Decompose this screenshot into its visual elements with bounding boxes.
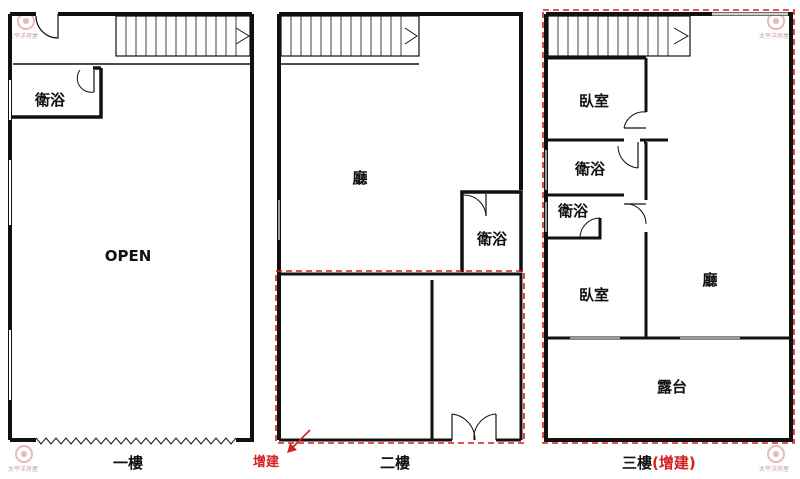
- floor-1-bathroom-wall: [12, 66, 103, 119]
- floor-3-label-suffix: (增建): [652, 454, 696, 472]
- floor-2-addition-border: [275, 270, 525, 444]
- floor-2-double-door: [451, 413, 521, 442]
- floor-2-exterior-wall: [277, 12, 523, 440]
- floor-3-room-terrace: 露台: [657, 378, 687, 396]
- floor-3-room-bedroom-2: 臥室: [579, 286, 609, 304]
- floor-2-bathroom-wall: [460, 190, 523, 272]
- floor-1-bathroom-door-swing: [76, 69, 95, 93]
- floor-3-bedroom-1-door-swing: [623, 111, 647, 129]
- floor-2-staircase: [280, 15, 420, 57]
- watermark-text: 太平洋房屋: [759, 465, 789, 473]
- red-arrow-icon: [290, 429, 311, 450]
- floor-2-addition-label: 增建: [253, 454, 279, 470]
- floor-3-living-door-swing: [623, 203, 647, 225]
- watermark-top-left: 太平洋房屋: [8, 12, 38, 40]
- floor-1-plan: 衛浴 OPEN 一樓: [8, 12, 254, 472]
- floor-2-label: 二樓: [380, 454, 410, 472]
- floor-2-bathroom-door-swing: [463, 194, 487, 217]
- floor-3-bathroom-2-door-swing: [579, 217, 601, 239]
- watermark-logo-icon: [767, 445, 785, 463]
- watermark-bottom-right: 太平洋房屋: [759, 445, 789, 473]
- watermark-bottom-left: 太平洋房屋: [8, 445, 38, 473]
- watermark-text: 太平洋房屋: [8, 32, 38, 40]
- floor-2-room-bathroom: 衛浴: [476, 230, 508, 248]
- floor-2-room-living: 廳: [352, 169, 367, 187]
- floor-1-rolling-gate: [10, 437, 254, 445]
- watermark-logo-icon: [15, 445, 33, 463]
- floor-3-plan: 臥室 衛浴 衛浴 臥室 廳 露台 三樓 (增建): [542, 9, 795, 472]
- floor-2-plan: 衛浴 廳 增建 二樓: [253, 12, 525, 472]
- floor-1-exterior-wall: [8, 12, 254, 440]
- floor-3-room-bedroom-1: 臥室: [579, 92, 609, 110]
- watermark-text: 太平洋房屋: [8, 465, 38, 473]
- watermark-top-right: 太平洋房屋: [759, 12, 789, 40]
- floor-1-label: 一樓: [113, 454, 143, 472]
- floor-3-staircase: [547, 15, 691, 57]
- floor-1-room-open: OPEN: [105, 247, 152, 265]
- watermark-text: 太平洋房屋: [759, 32, 789, 40]
- floor-3-label: 三樓: [622, 454, 652, 472]
- floor-3-room-bathroom-1: 衛浴: [574, 160, 606, 178]
- floor-3-addition-border: [542, 9, 795, 444]
- floor-2-addition-walls: [279, 272, 523, 442]
- floor-3-room-living: 廳: [702, 271, 717, 289]
- floor-1-entry-door-swing: [35, 14, 59, 39]
- floor-3-exterior-wall: [544, 12, 793, 442]
- floor-2-addition-annotation: 增建: [253, 429, 311, 470]
- floor-1-room-bathroom: 衛浴: [34, 91, 66, 109]
- floor-3-bathroom-1-door-swing: [617, 145, 639, 169]
- floor-1-staircase: [115, 15, 251, 57]
- floor-3-room-bathroom-2: 衛浴: [557, 202, 589, 220]
